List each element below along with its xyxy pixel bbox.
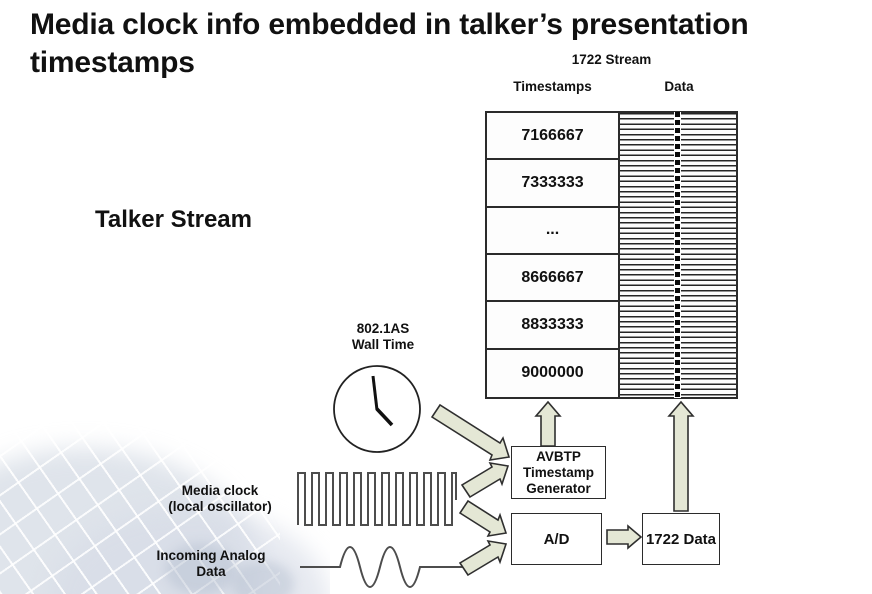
- wall-time-label: 802.1AS Wall Time: [330, 321, 436, 352]
- slide-title: Media clock info embedded in talker’s pr…: [30, 8, 749, 80]
- wall-time-label-line2: Wall Time: [351, 336, 415, 352]
- arrow-analog-to-ad: [458, 539, 508, 577]
- data-1722-box-label: 1722 Data: [645, 530, 717, 548]
- ad-converter-box: A/D: [511, 513, 602, 565]
- media-clock-label-line1: Media clock: [181, 483, 259, 498]
- background-decoration: [0, 393, 330, 594]
- arrow-avbtp-to-stream: [534, 400, 562, 447]
- talker-stream-label: Talker Stream: [95, 206, 252, 233]
- incoming-analog-label: Incoming Analog Data: [150, 548, 272, 579]
- timestamp-cell: 7333333: [487, 160, 618, 208]
- timestamp-cell: ...: [487, 208, 618, 255]
- incoming-analog-label-line1: Incoming Analog: [156, 548, 266, 563]
- timestamp-cell: 8666667: [487, 255, 618, 303]
- media-clock-label: Media clock (local oscillator): [158, 483, 282, 514]
- timestamp-cell: 8833333: [487, 302, 618, 350]
- media-clock-label-line2: (local oscillator): [168, 498, 272, 514]
- arrow-1722data-to-stream: [667, 400, 695, 512]
- stream-title: 1722 Stream: [571, 52, 652, 67]
- ad-box-label: A/D: [543, 530, 570, 548]
- wall-time-label-line1: 802.1AS: [356, 321, 410, 336]
- timestamps-column: 7166667 7333333 ... 8666667 8833333 9000…: [487, 113, 620, 397]
- data-column-header: Data: [664, 79, 694, 94]
- incoming-analog-label-line2: Data: [196, 563, 226, 579]
- sample-marker-dashes: [675, 112, 680, 398]
- avbtp-box-line3: Generator: [526, 480, 591, 496]
- decor-circle: [165, 543, 237, 594]
- timestamp-cell: 9000000: [521, 364, 584, 382]
- decor-circle: [232, 561, 294, 594]
- sample-marker-line: [674, 112, 681, 398]
- arrow-clock-to-avbtp: [430, 403, 511, 462]
- avbtp-box-line2: Timestamp: [522, 464, 595, 480]
- arrow-mediaclock-to-ad: [458, 499, 508, 538]
- stream-table: 7166667 7333333 ... 8666667 8833333 9000…: [485, 111, 738, 399]
- avbtp-box-line1: AVBTP: [536, 448, 581, 464]
- arrow-mediaclock-to-avbtp: [460, 461, 510, 499]
- arrow-ad-to-1722data: [606, 524, 643, 550]
- data-samples-column: [620, 112, 736, 398]
- data-1722-box: 1722 Data: [642, 513, 720, 565]
- analog-clock-icon: [333, 365, 421, 453]
- avbtp-timestamp-generator-box: AVBTP Timestamp Generator: [511, 446, 606, 499]
- timestamps-column-header: Timestamps: [513, 79, 592, 94]
- timestamp-cell: 7166667: [487, 113, 618, 161]
